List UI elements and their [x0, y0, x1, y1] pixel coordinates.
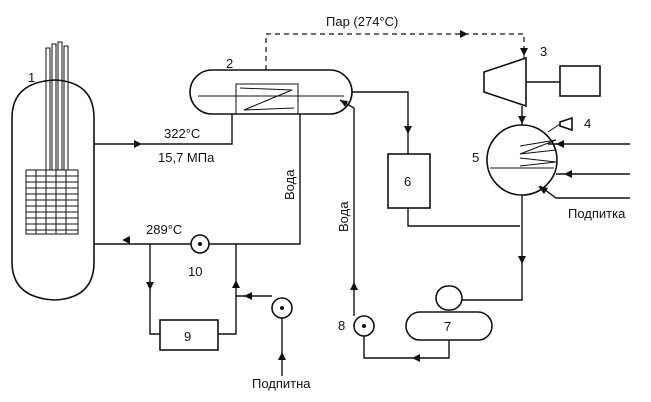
- steam-generator: [189, 69, 353, 115]
- water-label-secondary: Вода: [336, 201, 351, 232]
- hot-leg-temp-label: 322°С: [164, 126, 200, 141]
- label-num-2: 2: [226, 56, 233, 71]
- purification-unit: [159, 319, 219, 351]
- cleanup-loop-pipe: [149, 244, 160, 335]
- heater: [387, 153, 431, 209]
- label-num-7: 7: [444, 319, 451, 334]
- electric-generator: [559, 65, 601, 97]
- condenser: [486, 124, 558, 196]
- ejector: [559, 116, 573, 132]
- label-num-5: 5: [472, 150, 479, 165]
- label-num-6: 6: [404, 174, 411, 189]
- feed-pump: [353, 315, 375, 337]
- label-num-1: 1: [28, 70, 35, 85]
- makeup-label-bottom: Подпитна: [252, 376, 311, 391]
- label-num-9: 9: [184, 329, 191, 344]
- label-num-3: 3: [540, 44, 547, 59]
- cold-leg-pipe: [209, 114, 301, 245]
- reactor: [11, 41, 95, 301]
- steam-label: Пар (274°С): [326, 14, 398, 29]
- makeup-pump: [271, 297, 293, 319]
- label-num-10: 10: [188, 264, 202, 279]
- makeup-label-right: Подпитка: [568, 206, 626, 221]
- hot-leg-pressure-label: 15,7 МПа: [158, 150, 215, 165]
- deaerator: [405, 285, 493, 341]
- label-num-8: 8: [338, 318, 345, 333]
- main-circulation-pump: [190, 234, 210, 254]
- label-num-4: 4: [584, 116, 591, 131]
- water-label-primary: Вода: [282, 169, 297, 200]
- turbine: [483, 56, 527, 108]
- cold-leg-temp-label: 289°С: [146, 222, 182, 237]
- steam-line: [265, 33, 525, 70]
- hot-leg-pipe: [94, 114, 233, 145]
